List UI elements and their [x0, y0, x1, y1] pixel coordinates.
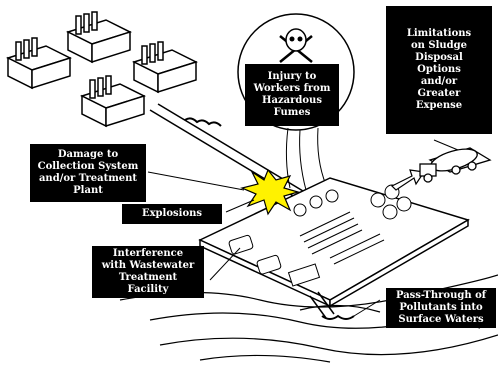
leader-lines: [147, 139, 459, 317]
callout-interference: Interference with Wastewater Treatment F…: [92, 246, 204, 298]
callout-injury-fumes-text: Injury to Workers from Hazardous Fumes: [253, 71, 331, 118]
callout-interference-text: Interference with Wastewater Treatment F…: [101, 248, 195, 295]
treatment-plant: [198, 177, 470, 308]
callout-injury-fumes: Injury to Workers from Hazardous Fumes: [245, 64, 339, 126]
sludge-arrow: [390, 169, 426, 191]
skull-and-crossbones-icon: [279, 28, 313, 63]
callout-pass-through: Pass-Through of Pollutants into Surface …: [386, 288, 496, 328]
callout-sludge-disposal: Limitations on Sludge Disposal Options a…: [386, 6, 492, 134]
outfall-pipe: [309, 291, 355, 320]
factory-icon: [6, 11, 198, 128]
callout-sludge-disposal-text: Limitations on Sludge Disposal Options a…: [406, 28, 472, 111]
callout-damage-collection-text: Damage to Collection System and/or Treat…: [37, 149, 139, 196]
callout-damage-collection: Damage to Collection System and/or Treat…: [30, 144, 146, 202]
fumes: [285, 127, 327, 191]
explosion-burst-icon: [240, 168, 301, 216]
callout-pass-through-text: Pass-Through of Pollutants into Surface …: [395, 290, 487, 325]
callout-explosions: Explosions: [122, 204, 222, 224]
callout-explosions-text: Explosions: [141, 208, 203, 219]
tanker-truck-icon: [419, 147, 492, 183]
